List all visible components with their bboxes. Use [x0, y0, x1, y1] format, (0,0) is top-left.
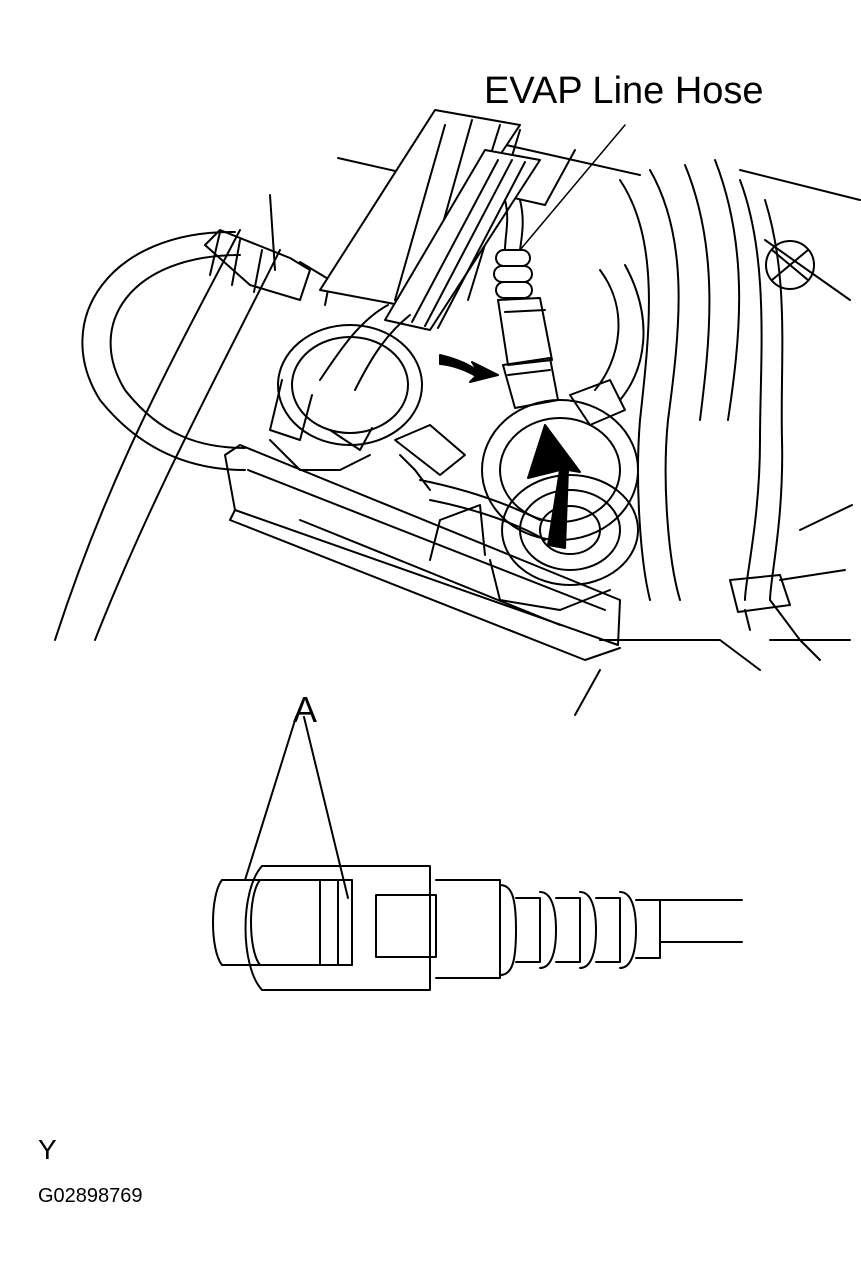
- evap-line-hose-label: EVAP Line Hose: [484, 70, 764, 112]
- quick-connector-detail: [212, 716, 743, 991]
- corner-letter-label: Y: [38, 1134, 57, 1165]
- engine-bay-drawing: [54, 109, 861, 716]
- detail-a-label: A: [293, 689, 318, 730]
- figure-code-label: G02898769: [38, 1185, 143, 1207]
- pull-arrow-icon: [527, 424, 581, 549]
- push-arrow-icon: [439, 354, 499, 383]
